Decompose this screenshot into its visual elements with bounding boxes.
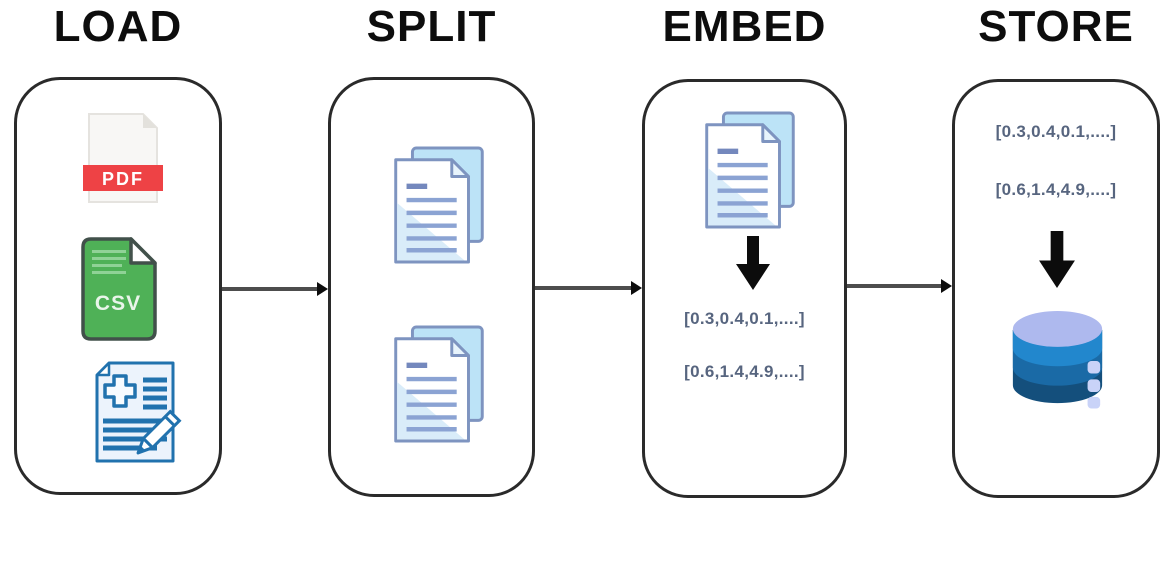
stage-panel-embed: [0.3,0.4,0.1,....] [0.6,1.4,4.9,....] [642, 79, 847, 498]
stage-title-split: SPLIT [366, 2, 497, 51]
down-arrow-icon [1039, 231, 1075, 288]
document-stack-icon [705, 111, 795, 229]
stage-panel-load: PDF CSV [14, 77, 222, 495]
flow-arrow-split-to-embed [535, 281, 642, 295]
pdf-badge-label: PDF [102, 169, 144, 189]
csv-badge-label: CSV [95, 292, 141, 315]
embed-vector-row: [0.6,1.4,4.9,....] [684, 362, 805, 381]
database-icon [1012, 310, 1103, 409]
flow-arrow-load-to-split [222, 282, 328, 296]
csv-file-icon: CSV [81, 237, 157, 341]
pencil-icon [136, 409, 182, 455]
document-stack-icon [394, 146, 484, 264]
medical-document-icon [95, 361, 182, 463]
store-vector-row: [0.3,0.4,0.1,....] [995, 122, 1117, 141]
store-vector-row: [0.6,1.4,4.9,....] [995, 180, 1117, 199]
down-arrow-icon [736, 236, 770, 290]
document-stack-icon [394, 325, 484, 443]
stage-title-embed: EMBED [662, 2, 827, 51]
stage-panel-split [328, 77, 535, 497]
pdf-file-icon: PDF [83, 113, 163, 203]
stage-title-store: STORE [978, 2, 1134, 51]
stage-title-load: LOAD [53, 2, 183, 51]
stage-panel-store: [0.3,0.4,0.1,....] [0.6,1.4,4.9,....] [952, 79, 1160, 498]
embed-vector-row: [0.3,0.4,0.1,....] [684, 309, 805, 328]
flow-arrow-embed-to-store [847, 279, 952, 293]
